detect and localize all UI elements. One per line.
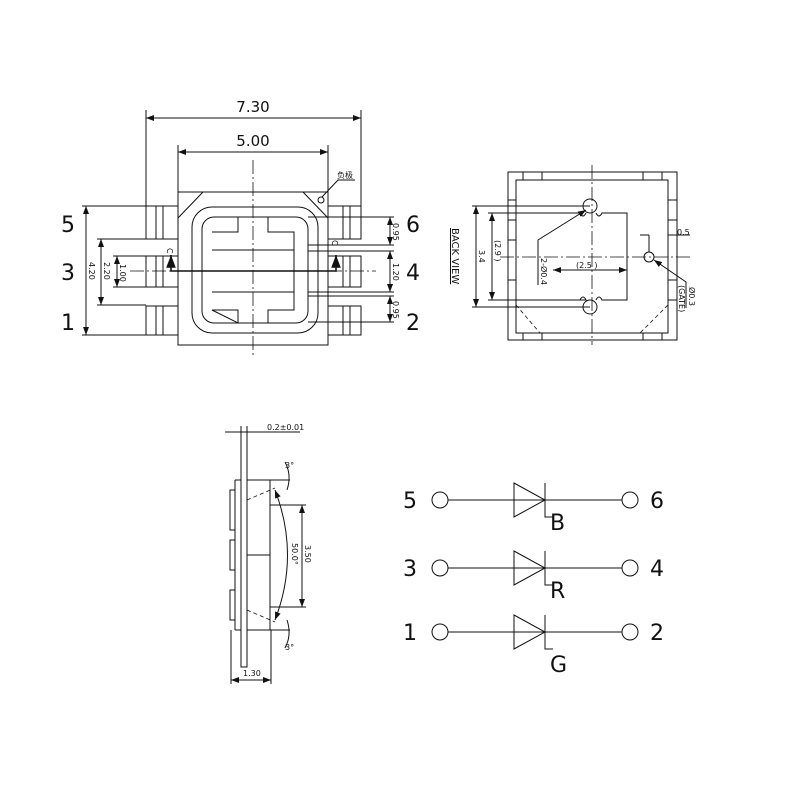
lens-inner-ring: [201, 216, 309, 324]
diode-row-blue: 5 6 B: [403, 482, 664, 536]
cathode-mark-label: 负极: [337, 170, 353, 180]
pin-label-2: 2: [406, 311, 420, 336]
chamfers: [177, 191, 329, 219]
dim-plate: 0.2±0.01: [267, 423, 304, 432]
dim-pad-height: (2.9 ): [493, 240, 502, 262]
dim-lens: 3.50: [303, 545, 312, 563]
anode-pin-label: 1: [403, 621, 417, 646]
angle-bottom: 3°: [285, 643, 294, 652]
dim-right-bottom: 0.95: [391, 301, 400, 319]
schematic: 5 6 B 3 4 R 1 2 G: [403, 482, 664, 678]
base-plate: [240, 431, 248, 668]
pin-label-3: 3: [61, 261, 75, 286]
section-mark-left: C: [165, 248, 174, 254]
dim-right-top: 0.95: [391, 223, 400, 241]
dim-height: 1.30: [243, 669, 261, 678]
dim-width-body: 5.00: [236, 132, 269, 150]
leads: [145, 205, 362, 336]
pin-label-6: 6: [406, 213, 420, 238]
dim-view-angle: 50.0°: [290, 543, 299, 565]
color-label: G: [550, 653, 567, 678]
anode-pin-label: 5: [403, 489, 417, 514]
cathode-pin-label: 2: [650, 621, 664, 646]
gate-label: (GATE): [677, 285, 686, 312]
section-mark-right: C: [330, 240, 339, 246]
dim-gate-offset: 0.5: [677, 228, 690, 237]
color-label: R: [550, 579, 565, 604]
dim-holes: 2-Ø0.4: [539, 258, 549, 285]
back-view: BACK VIEW 3.4 (2.9 ) 2-Ø0.4 (2.5 ) 0.5 Ø…: [449, 165, 697, 345]
front-view: 负极 C C 7.30 5.00 4.20 2.20 1.00 0.95 1.2…: [61, 98, 420, 358]
back-view-title: BACK VIEW: [449, 228, 460, 284]
dim-lead-width: 1.00: [118, 264, 127, 282]
angle-top: 3°: [285, 461, 294, 470]
pin-label-1: 1: [61, 311, 75, 336]
dim-height-overall: 4.20: [87, 262, 96, 280]
side-view: 50.0° 3.50 3° 3° 0.2±0.01 1.30: [225, 423, 312, 684]
cathode-pin-label: 4: [650, 557, 664, 582]
pin-label-4: 4: [406, 261, 420, 286]
diode-row-green: 1 2 G: [403, 614, 664, 678]
cathode-mark-dot: [317, 196, 325, 204]
section-line: [166, 255, 341, 272]
pin-label-5: 5: [61, 213, 75, 238]
color-label: B: [550, 511, 565, 536]
dim-pad-width: (2.5 ): [576, 261, 598, 270]
dim-pitch: 2.20: [102, 262, 111, 280]
dim-gate-hole: Ø0.3: [687, 287, 697, 306]
diode-row-red: 3 4 R: [403, 550, 664, 604]
anode-pin-label: 3: [403, 557, 417, 582]
cathode-pin-label: 6: [650, 489, 664, 514]
dim-right-mid: 1.20: [391, 263, 400, 281]
dim-hole-pitch: 3.4: [477, 250, 486, 263]
lens-outer-ring: [191, 206, 319, 334]
dim-width-overall: 7.30: [236, 98, 269, 116]
